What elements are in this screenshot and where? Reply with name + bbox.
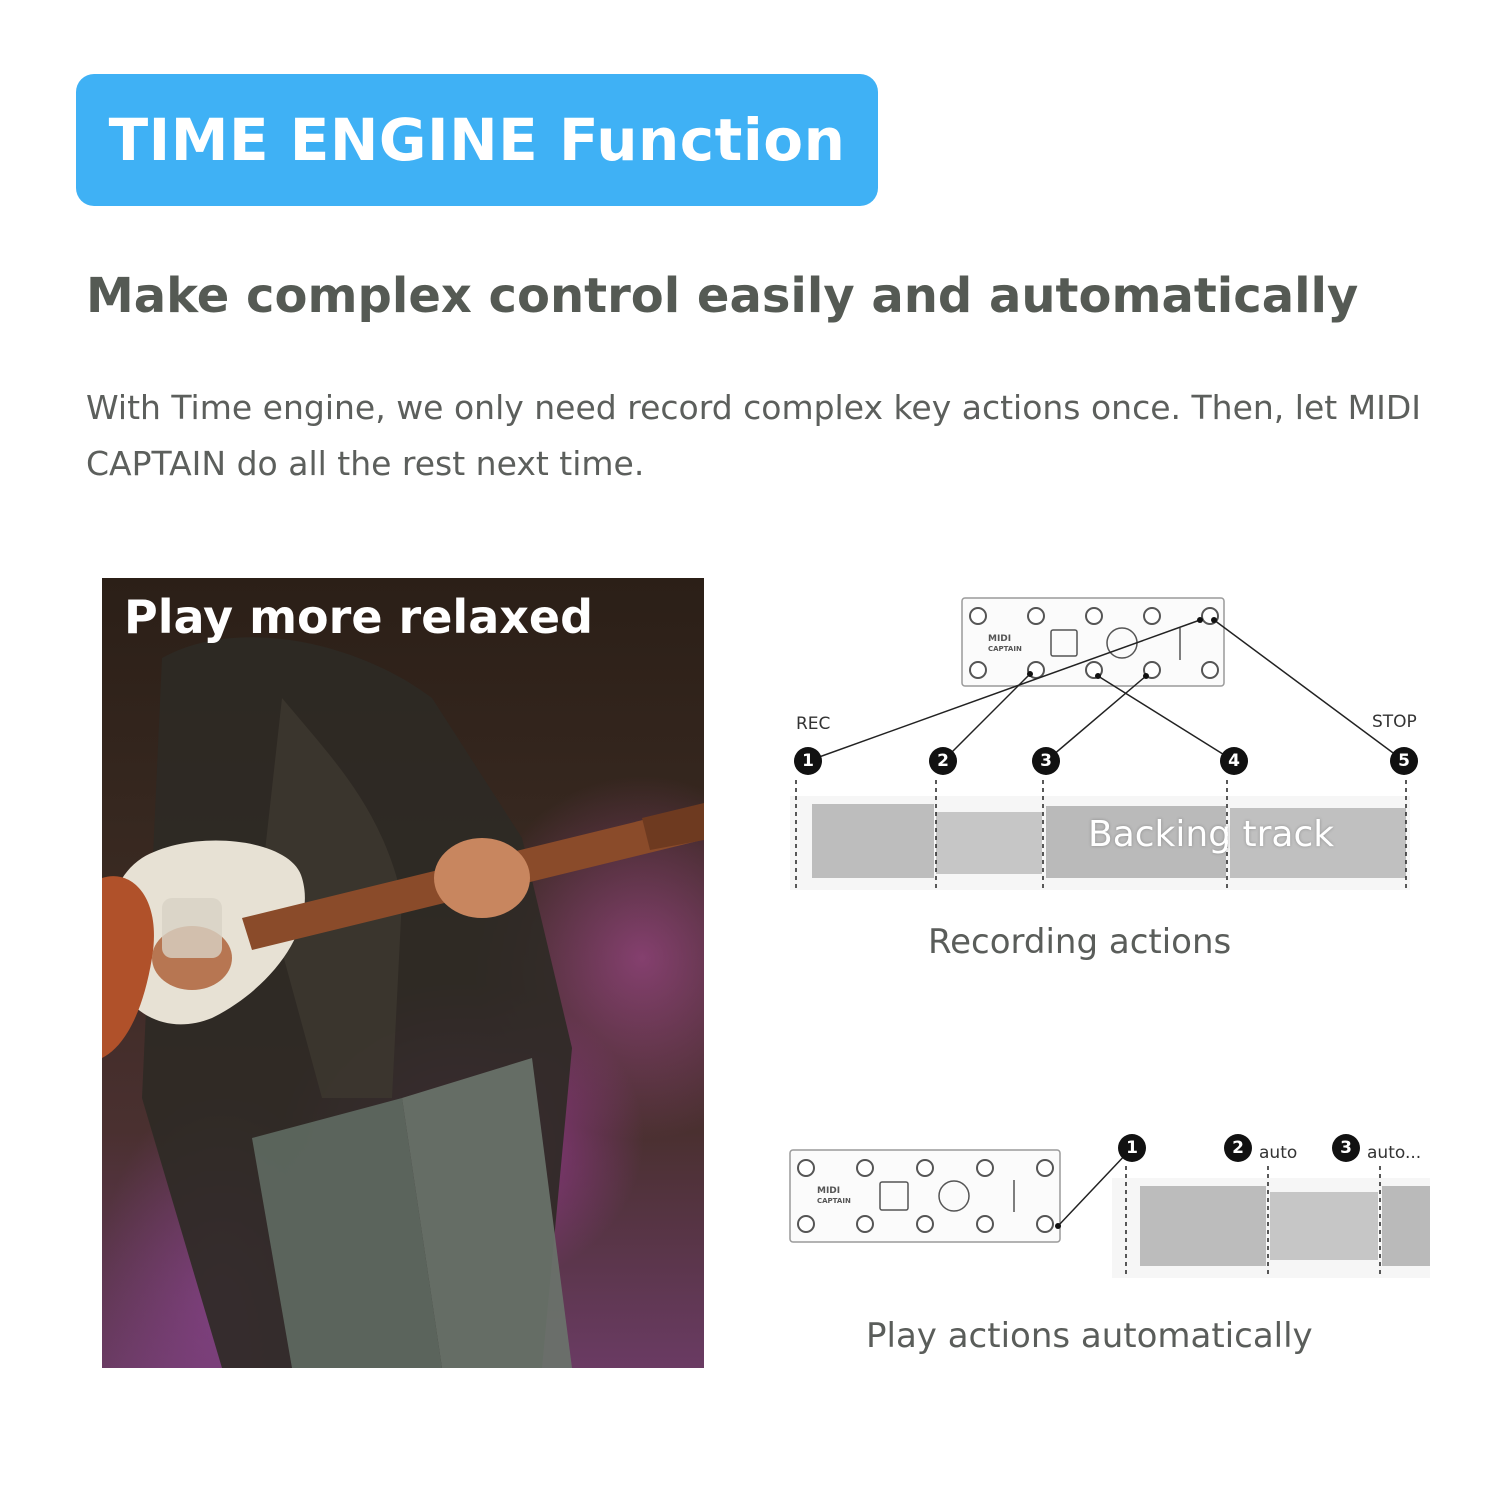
recording-connector-dots <box>1027 617 1217 679</box>
playback-device <box>789 1149 1061 1243</box>
playback-auto-label-2: auto <box>1259 1143 1298 1163</box>
recording-step-3: 3 <box>1032 747 1060 775</box>
playback-step-2: 2 <box>1224 1134 1252 1162</box>
title-banner: TIME ENGINE Function <box>76 74 878 206</box>
stop-label: STOP <box>1372 712 1417 732</box>
playback-connector <box>1057 1151 1129 1227</box>
playback-step-3: 3 <box>1332 1134 1360 1162</box>
recording-step-1: 1 <box>794 747 822 775</box>
guitarist-photo: Play more relaxed <box>102 578 704 1368</box>
playback-step-1: 1 <box>1118 1134 1146 1162</box>
playback-connector-dot <box>1055 1223 1061 1229</box>
backing-track-label: Backing track <box>1088 814 1335 855</box>
playback-waveform <box>1112 1166 1430 1278</box>
subtitle: Make complex control easily and automati… <box>86 268 1359 324</box>
page-title: TIME ENGINE Function <box>108 106 846 174</box>
playback-caption: Play actions automatically <box>866 1316 1313 1356</box>
photo-caption: Play more relaxed <box>124 590 594 644</box>
recording-connectors <box>807 619 1405 762</box>
recording-caption: Recording actions <box>928 922 1232 962</box>
recording-step-4: 4 <box>1220 747 1248 775</box>
playback-device-model: CAPTAIN <box>817 1197 851 1205</box>
description: With Time engine, we only need record co… <box>86 388 1422 483</box>
recording-waveform <box>790 780 1410 890</box>
playback-device-brand: MIDI <box>817 1186 841 1196</box>
recording-device-brand: MIDI <box>988 634 1012 644</box>
recording-step-2: 2 <box>929 747 957 775</box>
recording-step-5: 5 <box>1390 747 1418 775</box>
recording-device-model: CAPTAIN <box>988 645 1022 653</box>
rec-label: REC <box>796 714 831 734</box>
recording-device-logo: MIDI CAPTAIN <box>988 634 1022 654</box>
playback-device-logo: MIDI CAPTAIN <box>817 1186 851 1206</box>
playback-auto-label-3: auto... <box>1367 1143 1422 1163</box>
guitarist-illustration <box>102 637 704 1368</box>
